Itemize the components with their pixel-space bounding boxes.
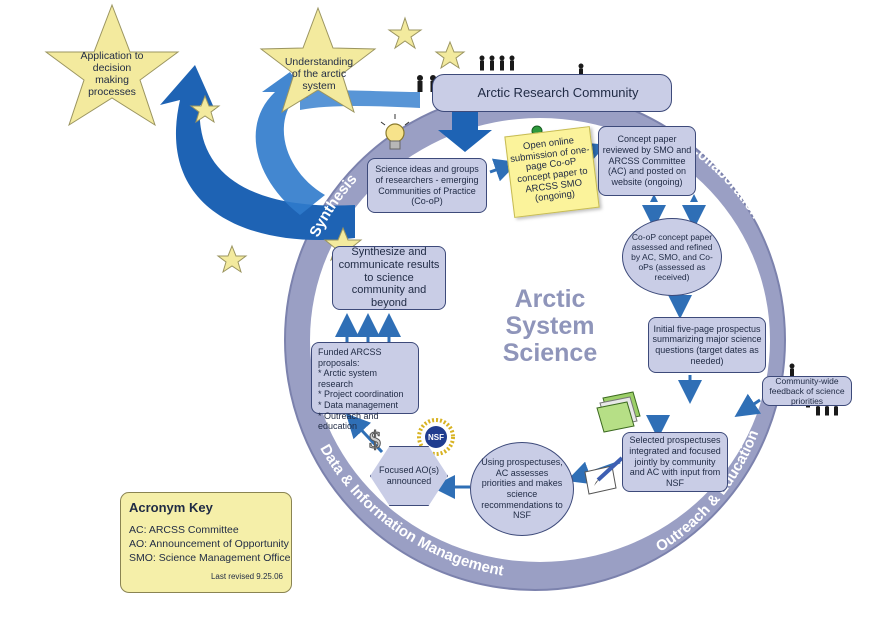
acronym-key: Acronym Key AC: ARCSS Committee AO: Anno… — [120, 492, 292, 593]
nsf-logo-icon: NSF — [417, 418, 455, 456]
synthesis-swoosh-small — [255, 72, 325, 215]
community-swoosh — [300, 90, 420, 110]
svg-text:NSF: NSF — [428, 433, 444, 442]
star-understanding — [259, 6, 377, 114]
center-title-line-2: System — [505, 311, 595, 340]
star-understanding-label: Understanding of the arctic system — [284, 56, 354, 93]
step-prospectus: Initial five-page prospectus summarizing… — [648, 317, 766, 373]
acronym-line: SMO: Science Management Office — [129, 552, 291, 565]
dollar-icon: $ — [369, 428, 382, 455]
star-small-4 — [216, 244, 248, 274]
svg-text:$: $ — [369, 428, 381, 454]
synthesis-swoosh-large — [160, 65, 355, 241]
community-down-arrow — [438, 112, 492, 152]
center-title-line-3: Science — [502, 338, 598, 367]
document-stack-icon — [596, 391, 641, 433]
last-revised: Last revised 9.25.06 — [210, 571, 283, 581]
star-small-2 — [434, 40, 466, 70]
step-ac-assesses: Using prospectuses, AC assesses prioriti… — [470, 442, 574, 536]
pen-paper-icon — [584, 456, 624, 495]
lightbulb-icon — [380, 114, 410, 150]
funded-item: * Outreach and education — [318, 410, 379, 432]
star-application — [44, 3, 180, 127]
arctic-research-community-box: Arctic Research Community — [432, 74, 672, 112]
acronym-key-title: Acronym Key — [129, 500, 213, 515]
arrow-bidirectional-ends — [650, 194, 698, 202]
center-title-line-1: Arctic — [514, 285, 586, 313]
step-funded-proposals: Funded ARCSS proposals: * Arctic system … — [311, 342, 419, 431]
star-small-1 — [387, 16, 423, 50]
step-science-ideas: Science ideas and groups of researchers … — [367, 158, 487, 213]
center-title: Arctic System Science — [470, 286, 630, 366]
star-application-label: Application to decision making processes — [80, 50, 144, 99]
acronym-line: AO: Announcement of Opportunity — [129, 538, 289, 551]
step-concept-review: Concept paper reviewed by SMO and ARCSS … — [598, 126, 696, 196]
step-synthesize: Synthesize and communicate results to sc… — [332, 246, 446, 310]
acronym-line: AC: ARCSS Committee — [129, 524, 239, 536]
step-focused-ao: Focused AO(s) announced — [370, 446, 448, 506]
funded-list: * Arctic system research * Project coord… — [318, 368, 412, 432]
focused-ao-label: Focused AO(s) announced — [378, 465, 440, 486]
step-open-submission-note: Open online submission of one-page Co-oP… — [504, 126, 600, 218]
funded-item: * Project coordination — [318, 389, 404, 400]
star-small-3 — [189, 94, 221, 124]
step-concept-refined: Co-oP concept paper assessed and refined… — [622, 218, 722, 296]
step-community-feedback: Community-wide feedback of science prior… — [762, 376, 852, 406]
funded-title: Funded ARCSS proposals: — [318, 347, 382, 368]
step-selected-prospectuses: Selected prospectuses integrated and foc… — [622, 432, 728, 492]
community-label: Arctic Research Community — [477, 85, 639, 101]
funded-item: * Data management — [318, 400, 399, 411]
funded-item: * Arctic system research — [318, 368, 378, 389]
